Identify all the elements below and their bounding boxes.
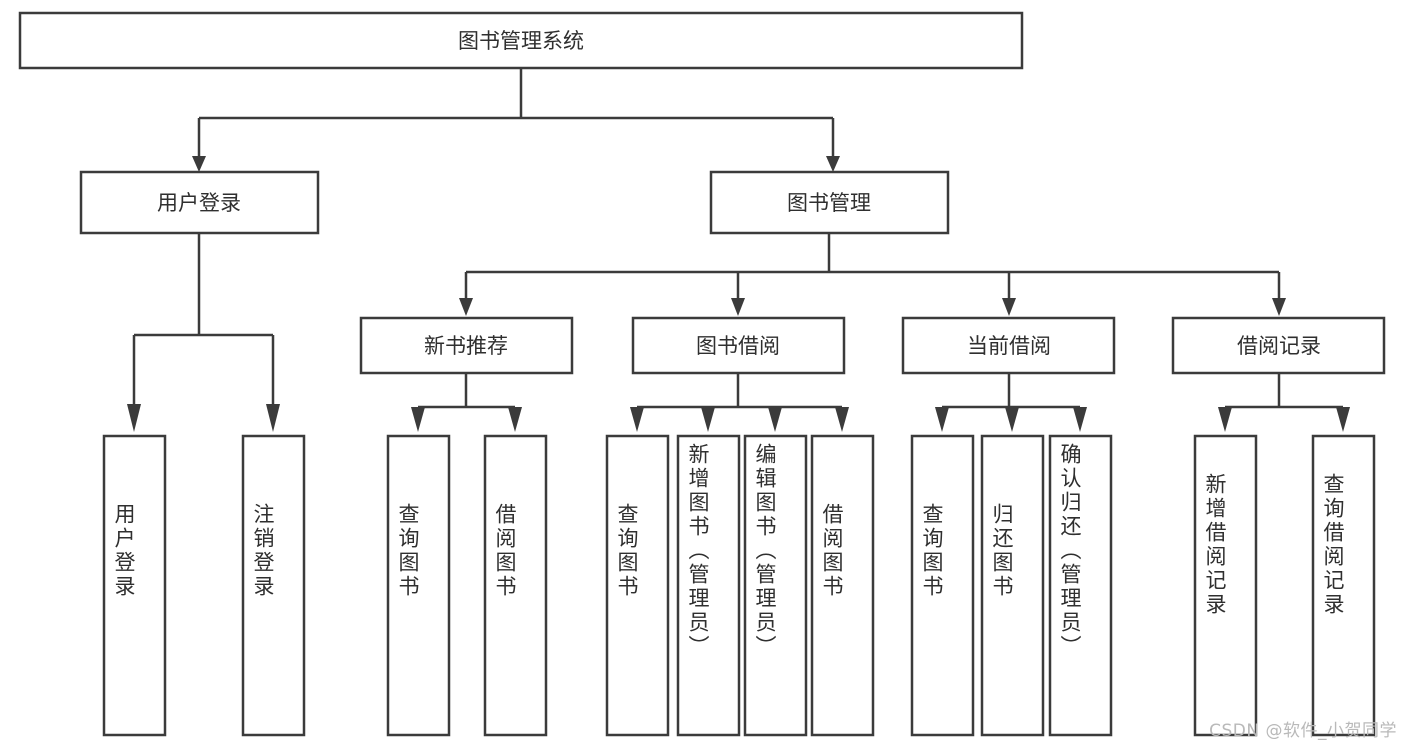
node-user-login-box (79, 170, 320, 235)
leaf-box-new-book-1[interactable] (483, 434, 548, 737)
node-current-borrow[interactable]: 当前借阅 (901, 316, 1116, 375)
leaf-box-current-borrow-2[interactable] (1048, 434, 1113, 737)
connector-current-borrow-to-leaves (935, 373, 1087, 432)
node-user-login-label: 用户登录 (157, 191, 241, 215)
node-root-box (18, 11, 1024, 70)
leaf-box-book-borrow-0[interactable] (605, 434, 670, 737)
leaf-box-user-login-0[interactable] (102, 434, 167, 737)
node-new-book-recommend-label: 新书推荐 (424, 334, 508, 358)
node-book-management[interactable]: 图书管理 (709, 170, 950, 235)
node-new-book-recommend-box (359, 316, 574, 375)
node-book-management-label: 图书管理 (787, 191, 871, 215)
node-user-login[interactable]: 用户登录 (79, 170, 320, 235)
leaf-box-book-borrow-1[interactable] (676, 434, 741, 737)
node-borrow-record-label: 借阅记录 (1237, 334, 1321, 358)
watermark-text: CSDN @软件_小贺同学 (1209, 721, 1397, 741)
node-book-borrow-label: 图书借阅 (696, 334, 780, 358)
leaf-box-user-login-1[interactable] (241, 434, 306, 737)
node-current-borrow-box (901, 316, 1116, 375)
connector-book-borrow-to-leaves (630, 373, 849, 432)
leaf-box-book-borrow-3[interactable] (810, 434, 875, 737)
node-book-borrow[interactable]: 图书借阅 (631, 316, 846, 375)
connector-root-to-level2 (192, 68, 840, 172)
leaf-box-current-borrow-1[interactable] (980, 434, 1045, 737)
leaf-box-book-borrow-2[interactable] (743, 434, 808, 737)
node-root-label: 图书管理系统 (458, 29, 584, 53)
leaf-box-current-borrow-0[interactable] (910, 434, 975, 737)
connector-book-management-to-level3 (459, 233, 1286, 316)
node-borrow-record[interactable]: 借阅记录 (1171, 316, 1386, 375)
leaf-box-new-book-0[interactable] (386, 434, 451, 737)
connector-new-book-recommend-to-leaves (411, 373, 522, 432)
leaf-box-borrow-record-1[interactable] (1311, 434, 1376, 737)
connector-borrow-record-to-leaves (1218, 373, 1350, 432)
node-current-borrow-label: 当前借阅 (967, 334, 1051, 358)
node-root[interactable]: 图书管理系统 (18, 11, 1024, 70)
node-new-book-recommend[interactable]: 新书推荐 (359, 316, 574, 375)
connector-user-login-to-leaves (127, 233, 280, 432)
leaf-box-borrow-record-0[interactable] (1193, 434, 1258, 737)
